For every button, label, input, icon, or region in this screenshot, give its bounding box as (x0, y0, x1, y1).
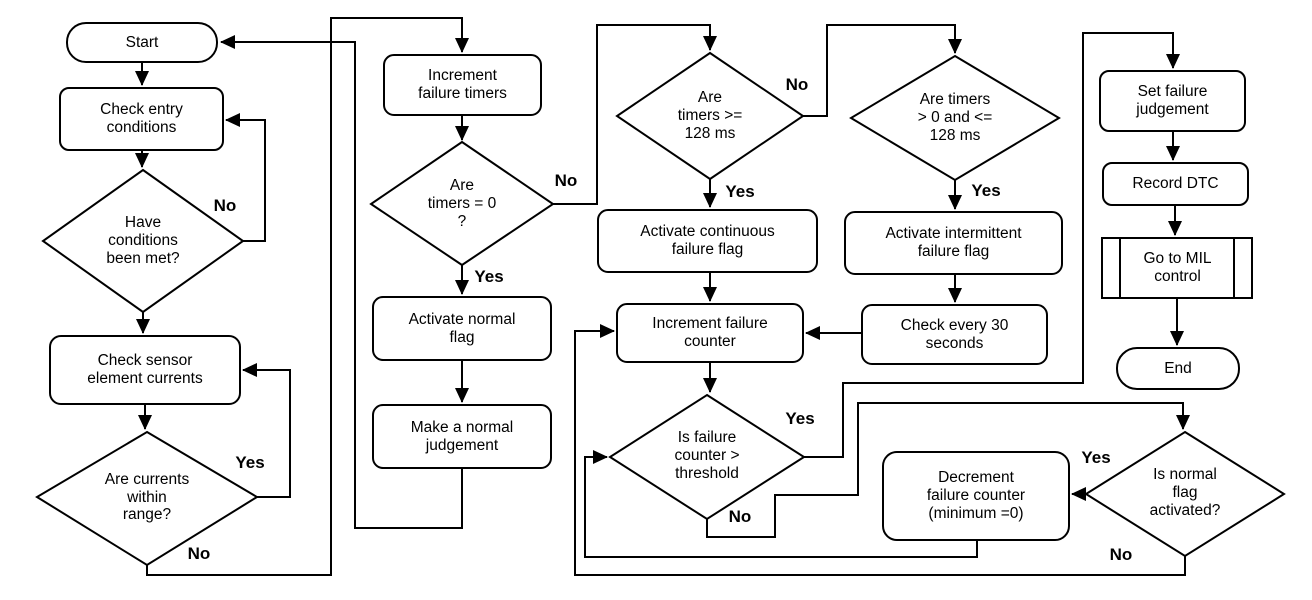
node-go-to-mil-control-shape (1101, 237, 1253, 299)
edge-currents-range-no-to-increment-timers (146, 17, 469, 576)
node-record-dtc-shape (1102, 162, 1249, 206)
node-are-timers-zero-shape (369, 140, 555, 267)
node-are-currents-within-range-shape (35, 430, 259, 567)
node-start-shape (66, 22, 218, 63)
node-set-failure-judgement-shape (1099, 70, 1246, 132)
edge-judgement-loop-to-start (220, 35, 463, 529)
edge-normal-flag-no-to-increment-counter (574, 324, 1186, 576)
node-check-every-30-seconds-shape (861, 304, 1048, 365)
node-decrement-failure-counter-shape (882, 451, 1070, 541)
edge-timers-ge-no-to-timers-between (803, 24, 962, 117)
node-is-normal-flag-activated-shape (1084, 430, 1286, 558)
edge-threshold-yes-to-set-failure (804, 32, 1180, 458)
node-activate-continuous-failure-flag-shape (597, 209, 818, 273)
edge-conditions-met-no-loop (225, 113, 266, 242)
edge-timers-zero-no-to-timers-ge (553, 24, 717, 205)
node-end-shape (1116, 347, 1240, 390)
edge-decrement-to-threshold (584, 450, 978, 558)
node-increment-failure-timers-shape (383, 54, 542, 116)
node-are-timers-gt0-le-128ms-shape (849, 54, 1061, 182)
node-are-timers-ge-128ms-shape (615, 51, 805, 181)
node-activate-normal-flag-shape (372, 296, 552, 361)
node-make-a-normal-judgement-shape (372, 404, 552, 469)
node-have-conditions-been-met-shape (41, 168, 245, 314)
node-activate-intermittent-failure-flag-shape (844, 211, 1063, 275)
node-check-entry-conditions-shape (59, 87, 224, 151)
edge-currents-range-yes-loop (242, 363, 291, 498)
node-increment-failure-counter-shape (616, 303, 804, 363)
edge-threshold-no-to-normal-flag (706, 402, 1190, 538)
node-is-failure-counter-gt-threshold-shape (608, 393, 806, 521)
node-check-sensor-element-currents-shape (49, 335, 241, 405)
